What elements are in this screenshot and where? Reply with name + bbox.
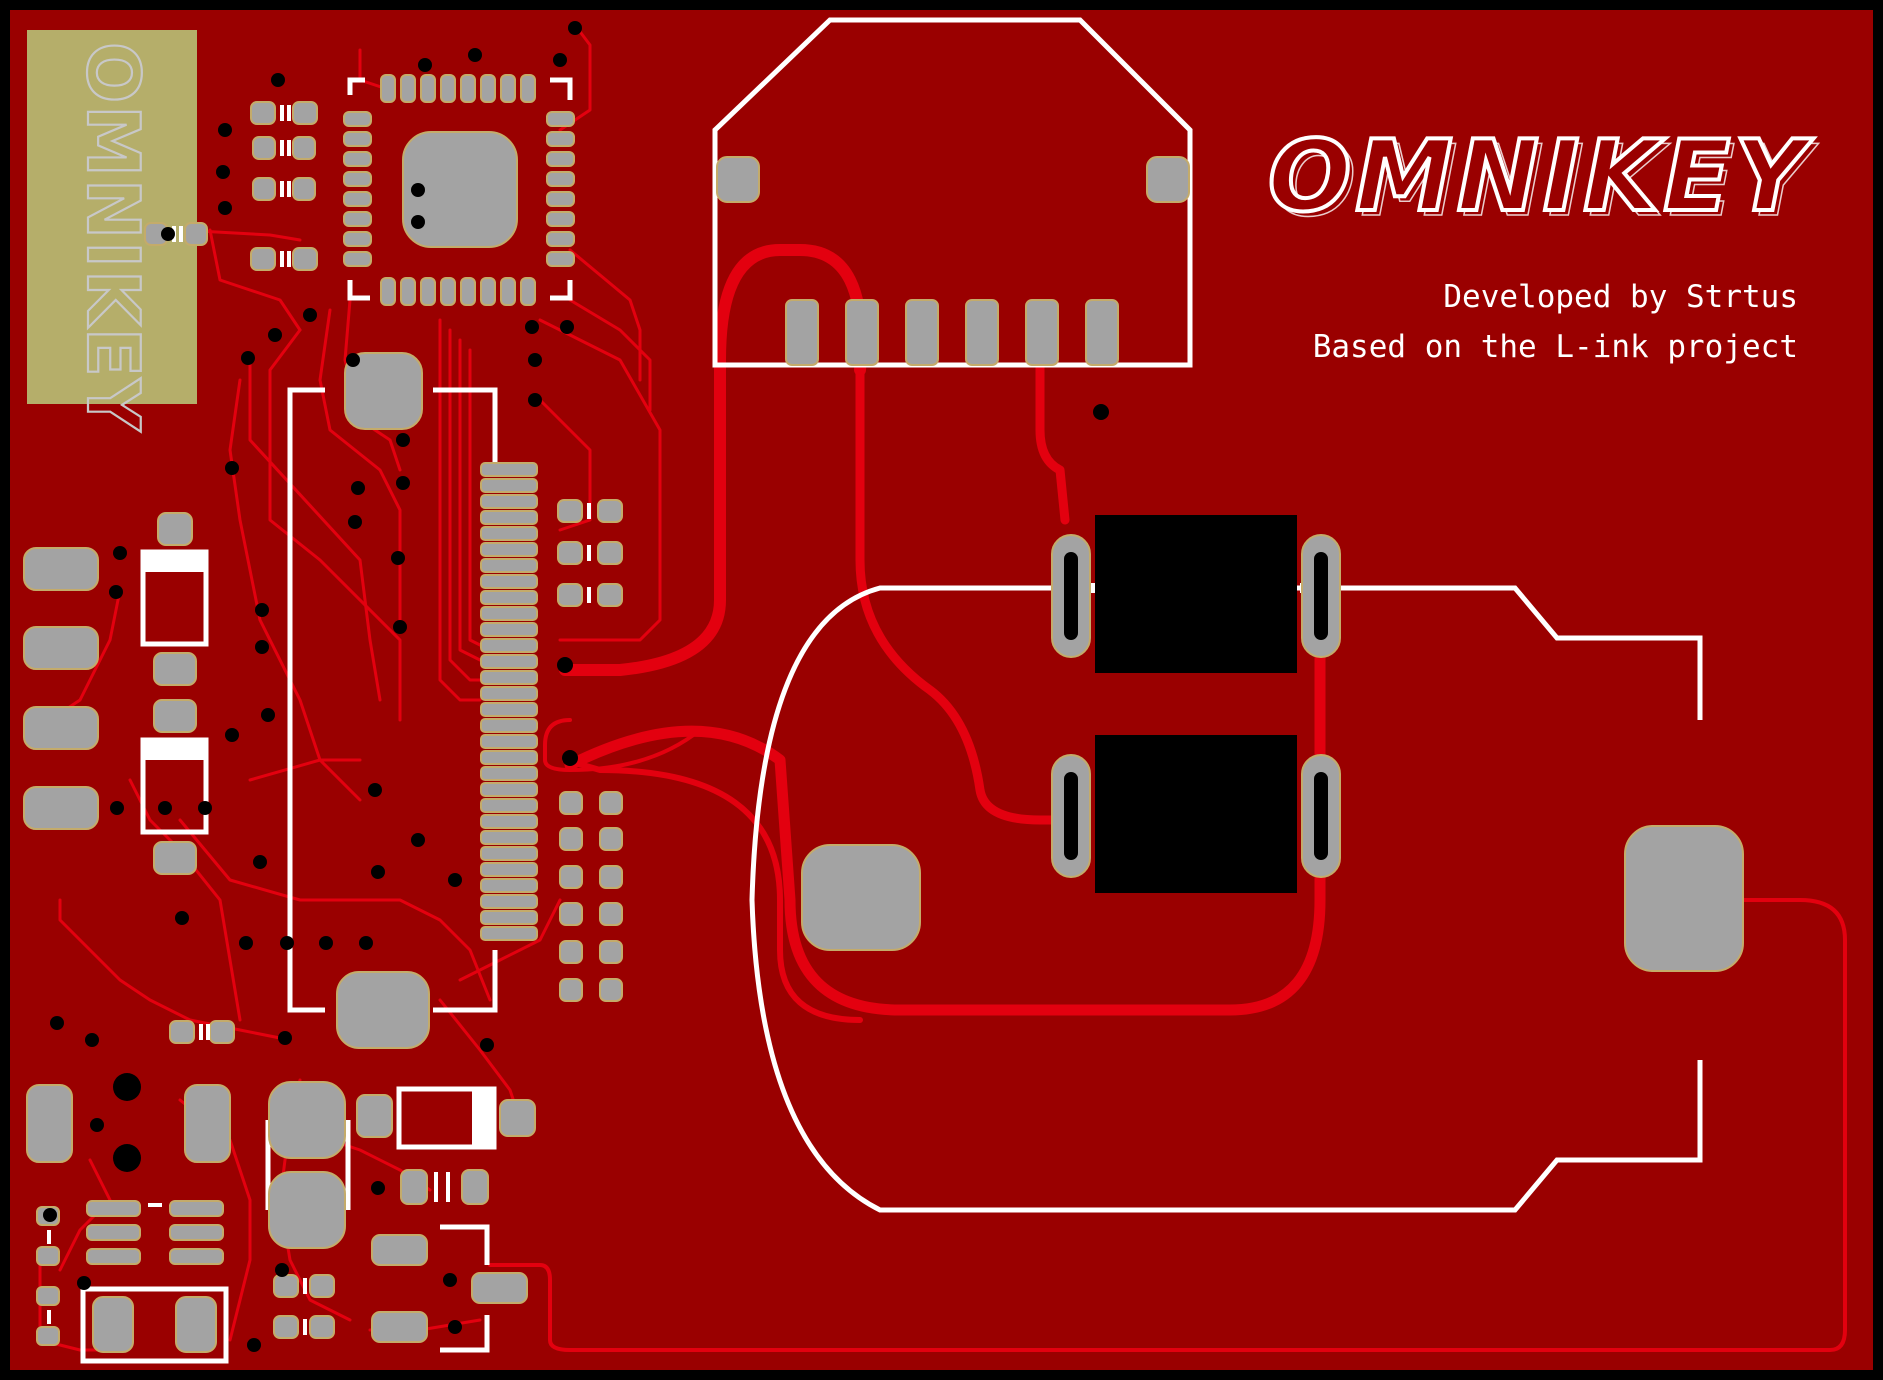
trace-s2 — [568, 248, 642, 382]
trace-center-vertical — [1035, 355, 1070, 525]
silk-logo: OMNIKEY OMNIKEY — [1266, 118, 1819, 240]
trace-s30 — [248, 758, 362, 782]
silk-markers — [47, 105, 591, 1335]
module-pad-bottom — [336, 971, 430, 1049]
pad-square-left — [801, 844, 921, 951]
trace-s5 — [268, 328, 402, 722]
module-outline-left — [287, 387, 325, 1013]
reg-outline-top — [440, 1224, 490, 1265]
connector-outline-bottom — [80, 1286, 229, 1364]
trace-s17 — [178, 818, 492, 1002]
card-contact-5 — [1025, 299, 1059, 366]
mcu-corner-br — [550, 280, 573, 301]
module-pad-top — [344, 352, 423, 430]
credit-line-2: Based on the L-ink project — [1313, 329, 1798, 365]
antenna-logo-text: OMNIKEY — [71, 42, 155, 433]
component-bodies — [1095, 515, 1297, 893]
trace-s27 — [178, 228, 302, 242]
coil-outline — [749, 585, 1703, 1213]
trace-antenna-loop-right — [855, 355, 1075, 825]
trace-big-loop — [564, 554, 1326, 1016]
module-pin-column — [480, 462, 538, 941]
diode-mark-1 — [143, 552, 206, 572]
card-contact-6 — [1085, 299, 1119, 366]
credit-line-1: Developed by Strtus — [1443, 279, 1798, 315]
passives-top-left — [144, 101, 318, 271]
card-contact-4 — [965, 299, 999, 366]
logo-main: OMNIKEY — [1268, 120, 1814, 234]
mcu-right-pins — [546, 111, 575, 267]
trace-s4 — [538, 398, 592, 532]
card-contact-2 — [845, 299, 879, 366]
antenna-plate: OMNIKEY — [27, 30, 197, 434]
pad-square-right — [1624, 825, 1744, 972]
mcu-corner-tl — [347, 77, 365, 95]
trace-bottom-long — [488, 898, 1847, 1352]
trace-antenna-loop-left — [559, 244, 868, 676]
capacitor-body-bottom — [1095, 735, 1297, 893]
passives-right-of-module — [557, 499, 623, 1002]
mcu-top-pins — [380, 74, 536, 103]
logo-main-shadow: OMNIKEY — [1273, 125, 1819, 239]
trace-s8 — [438, 318, 482, 702]
card-contact-1 — [785, 299, 819, 366]
card-mount-pad-right — [1146, 156, 1190, 203]
left-large-pads — [23, 512, 197, 875]
mcu-center-pad — [402, 131, 518, 248]
capacitor-slot-holes — [1064, 552, 1328, 860]
mcu-left-pins — [343, 111, 372, 267]
card-contact-3 — [905, 299, 939, 366]
module-outline-bottom-right — [433, 950, 498, 1013]
capacitor-body-top — [1095, 515, 1297, 673]
trace-s12 — [248, 358, 382, 702]
trace-s6 — [318, 308, 402, 622]
mcu-corner-tr — [550, 77, 573, 100]
trace-s26 — [208, 228, 302, 332]
module-outline-right — [433, 387, 498, 470]
trace-s18 — [458, 898, 562, 982]
card-mount-pad-left — [716, 156, 760, 203]
card-holder-outline — [712, 17, 1193, 368]
reg-outline-bottom — [440, 1315, 490, 1353]
diode-mark-3 — [472, 1089, 494, 1147]
gold-plate — [27, 30, 197, 404]
mcu-bottom-pins — [380, 277, 536, 306]
vias — [43, 21, 1109, 1352]
trace-s10 — [458, 338, 482, 662]
diode-mark-2 — [143, 740, 206, 760]
trace-left-loop — [543, 718, 702, 772]
trace-s28 — [568, 298, 652, 412]
mcu-corner-bl — [347, 280, 370, 301]
trace-s16 — [128, 778, 242, 1022]
trace-s15 — [58, 898, 292, 1042]
trace-s3 — [538, 318, 662, 642]
lower-left-pads — [26, 1020, 536, 1353]
trace-center-left — [562, 757, 863, 1023]
pads — [23, 74, 1744, 1353]
